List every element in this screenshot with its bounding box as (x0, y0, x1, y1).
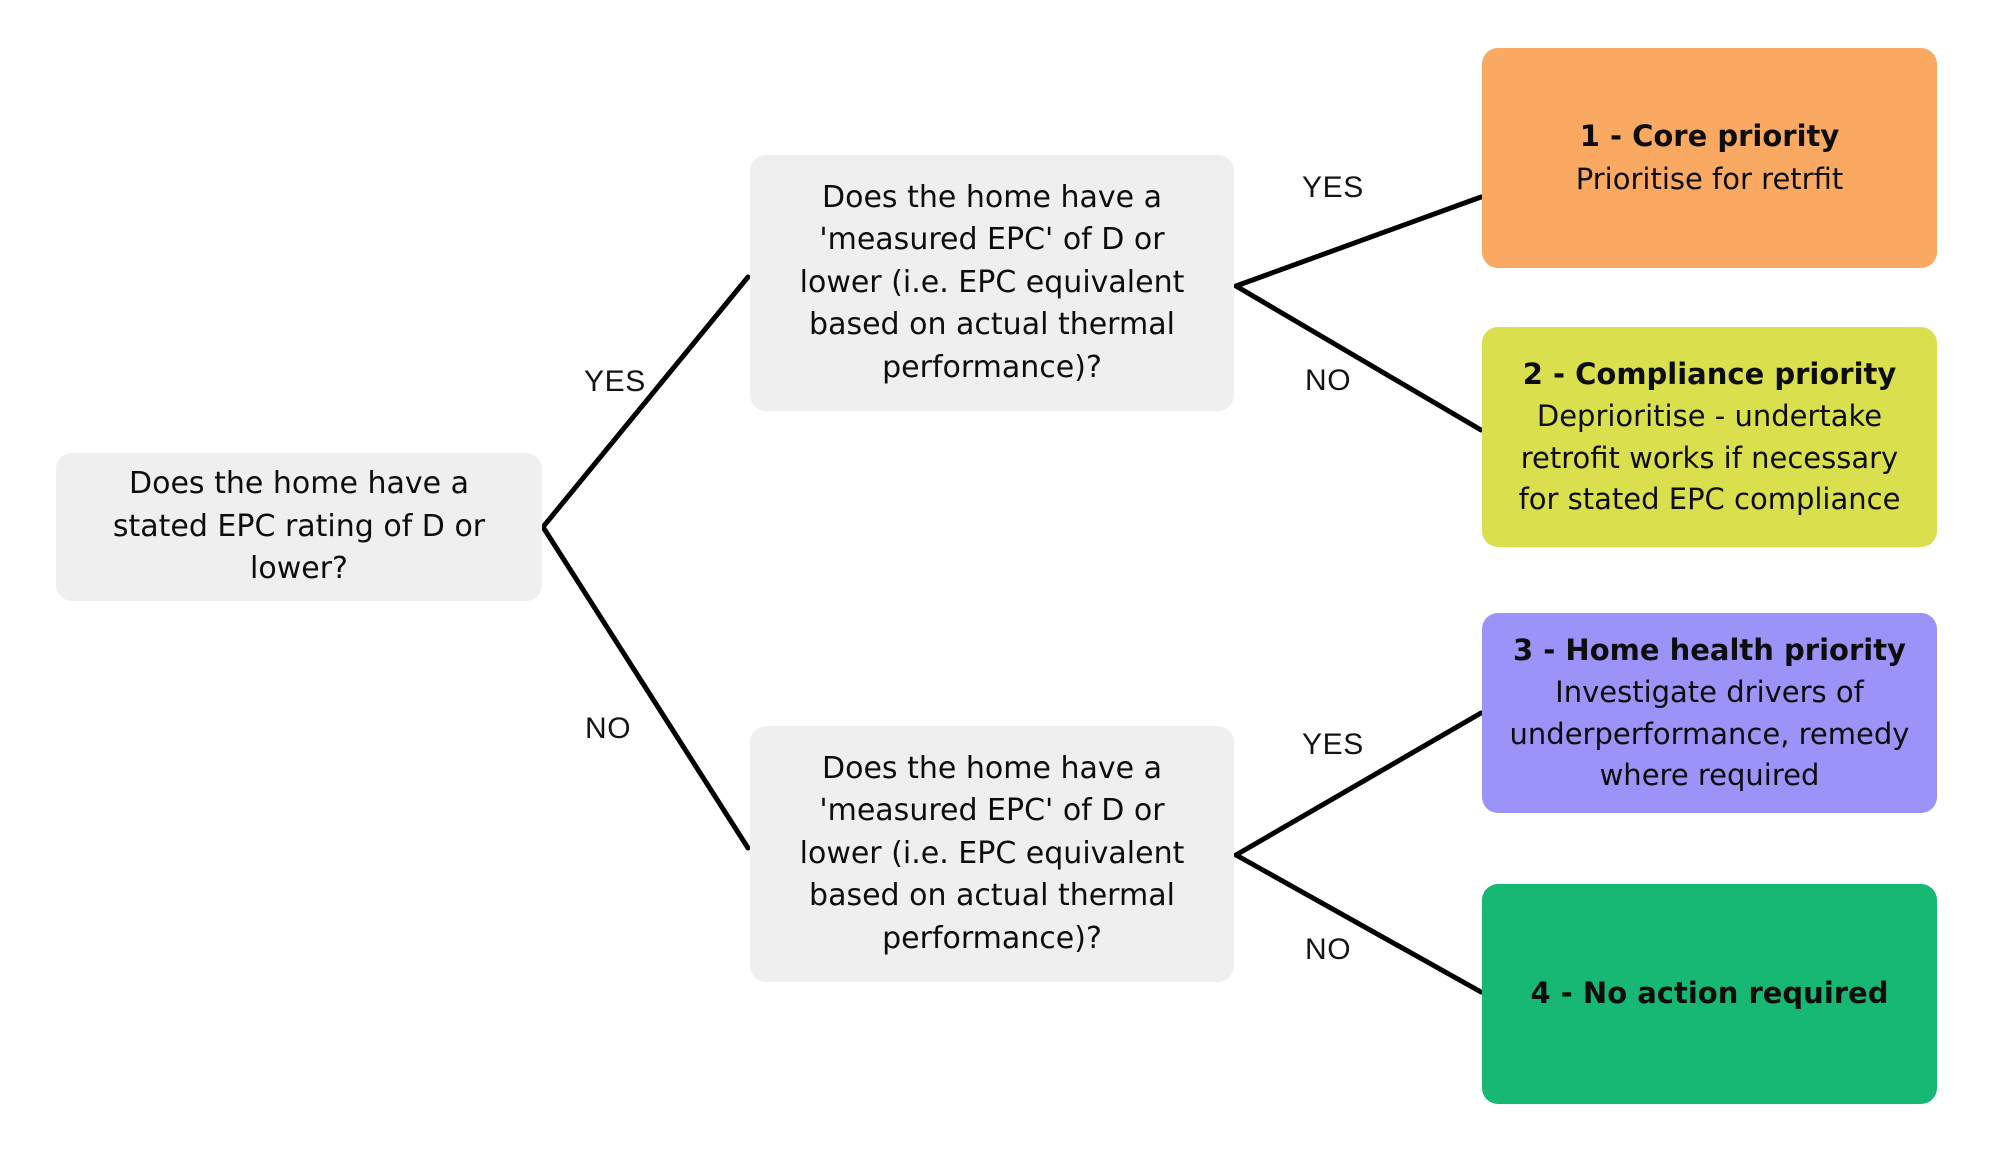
node-outcome-2-title: 2 - Compliance priority (1522, 357, 1897, 392)
node-outcome-home-health-priority[interactable]: 3 - Home health priority Investigate dri… (1482, 613, 1937, 813)
node-outcome-1-line-1: Prioritise for retrfit (1575, 161, 1844, 196)
edge-root-no (540, 524, 751, 851)
node-outcome-no-action-required[interactable]: 4 - No action required (1482, 884, 1937, 1104)
node-outcome-1-title: 1 - Core priority (1579, 119, 1840, 154)
node-root-line-1: Does the home have a (129, 466, 469, 502)
node-outcome-3-title: 3 - Home health priority (1513, 633, 1906, 668)
node-outcome-3-line-3: where required (1599, 757, 1820, 792)
edge-label-root-no: NO (585, 712, 632, 745)
node-outcome-2-line-1: Deprioritise - undertake (1536, 399, 1883, 434)
node-outcome-core-priority[interactable]: 1 - Core priority Prioritise for retrfit (1482, 48, 1937, 268)
node-outcome-3-line-1: Investigate drivers of (1555, 675, 1864, 710)
node-outcome-2-line-3: for stated EPC compliance (1518, 481, 1901, 516)
node-question-top[interactable]: Does the home have a 'measured EPC' of D… (750, 155, 1234, 411)
node-outcome-4-title: 4 - No action required (1530, 975, 1889, 1010)
edge-top-no (1233, 283, 1484, 433)
node-question-bottom-line-2: 'measured EPC' of D or (819, 793, 1165, 829)
node-question-bottom-line-3: lower (i.e. EPC equivalent (799, 835, 1185, 871)
node-question-bottom[interactable]: Does the home have a 'measured EPC' of D… (750, 726, 1234, 982)
node-question-bottom-line-5: performance)? (882, 920, 1102, 956)
node-root-question[interactable]: Does the home have a stated EPC rating o… (56, 453, 542, 601)
node-outcome-compliance-priority[interactable]: 2 - Compliance priority Deprioritise - u… (1482, 327, 1937, 547)
node-question-top-line-4: based on actual thermal (809, 307, 1175, 343)
edge-label-top-no: NO (1305, 364, 1352, 397)
edge-label-top-yes: YES (1302, 171, 1364, 204)
node-question-bottom-line-4: based on actual thermal (809, 878, 1175, 914)
node-question-top-line-5: performance)? (882, 349, 1102, 385)
node-root-line-3: lower? (250, 551, 348, 587)
node-question-top-line-2: 'measured EPC' of D or (819, 222, 1165, 258)
node-outcome-3-line-2: underperformance, remedy (1509, 716, 1910, 751)
edge-top-yes (1233, 194, 1484, 289)
node-question-bottom-line-1: Does the home have a (822, 750, 1162, 786)
node-question-top-line-3: lower (i.e. EPC equivalent (799, 264, 1185, 300)
edge-root-yes (540, 274, 751, 530)
edge-label-root-yes: YES (584, 365, 646, 398)
edge-label-bottom-yes: YES (1302, 728, 1364, 761)
edge-bot-no (1233, 852, 1484, 995)
edge-label-bottom-no: NO (1305, 933, 1352, 966)
node-question-top-line-1: Does the home have a (822, 179, 1162, 215)
node-outcome-2-line-2: retrofit works if necessary (1520, 440, 1899, 475)
node-root-line-2: stated EPC rating of D or (112, 508, 486, 544)
